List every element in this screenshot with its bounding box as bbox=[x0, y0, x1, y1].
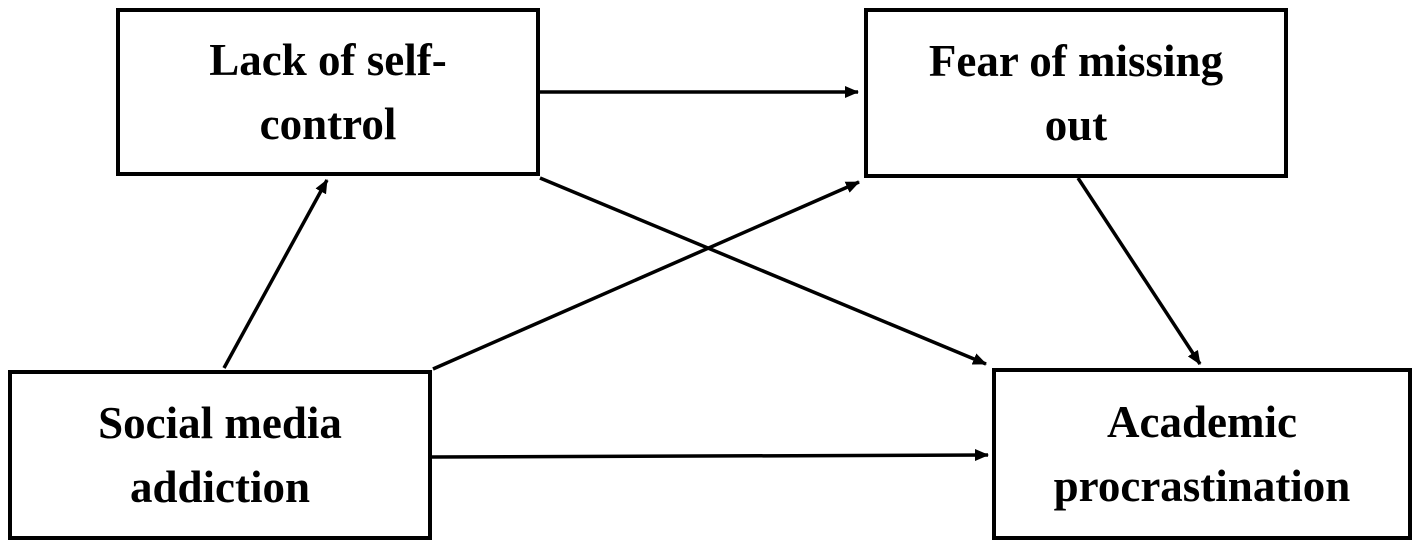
node-label-line: Fear of missing bbox=[928, 36, 1224, 86]
node-fear-of-missing-out: Fear of missing out bbox=[864, 8, 1288, 178]
node-label-line: Academic bbox=[1107, 397, 1297, 447]
node-lack-of-self-control: Lack of self- control bbox=[116, 8, 540, 176]
arrow-social-media-addiction-to-academic-procrastination bbox=[431, 449, 989, 462]
node-label-line: addiction bbox=[129, 462, 311, 512]
node-label-line: procrastination bbox=[1053, 461, 1351, 511]
node-label-line: control bbox=[259, 99, 397, 149]
node-social-media-addiction: Social media addiction bbox=[8, 370, 432, 540]
node-label-line: Social media bbox=[98, 398, 342, 448]
arrow-social-media-addiction-to-fear-of-missing-out bbox=[432, 180, 860, 371]
node-academic-procrastination: Academic procrastination bbox=[992, 368, 1412, 540]
arrow-social-media-addiction-to-lack-of-self-control bbox=[222, 179, 329, 369]
node-label-line: out bbox=[1044, 100, 1108, 150]
arrow-lack-of-self-control-to-academic-procrastination bbox=[539, 176, 987, 366]
arrow-fear-of-missing-out-to-academic-procrastination bbox=[1076, 177, 1202, 365]
node-label-line: Lack of self- bbox=[209, 35, 447, 85]
